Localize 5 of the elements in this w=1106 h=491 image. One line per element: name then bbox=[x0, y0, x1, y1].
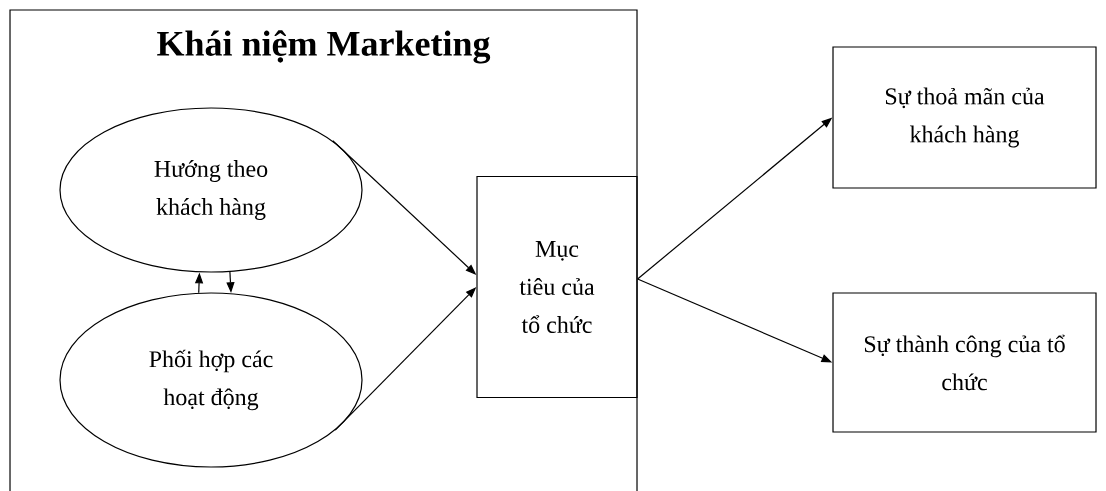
text-box: Sự thoả mãn của khách hàng bbox=[832, 46, 1097, 189]
oval: Hướng theo khách hàng bbox=[59, 107, 363, 273]
text-box: Mục tiêu của tổ chức bbox=[476, 175, 638, 399]
text-box: Sự thành công của tổ chức bbox=[832, 292, 1097, 433]
oval: Phối hợp các hoạt động bbox=[59, 292, 363, 468]
